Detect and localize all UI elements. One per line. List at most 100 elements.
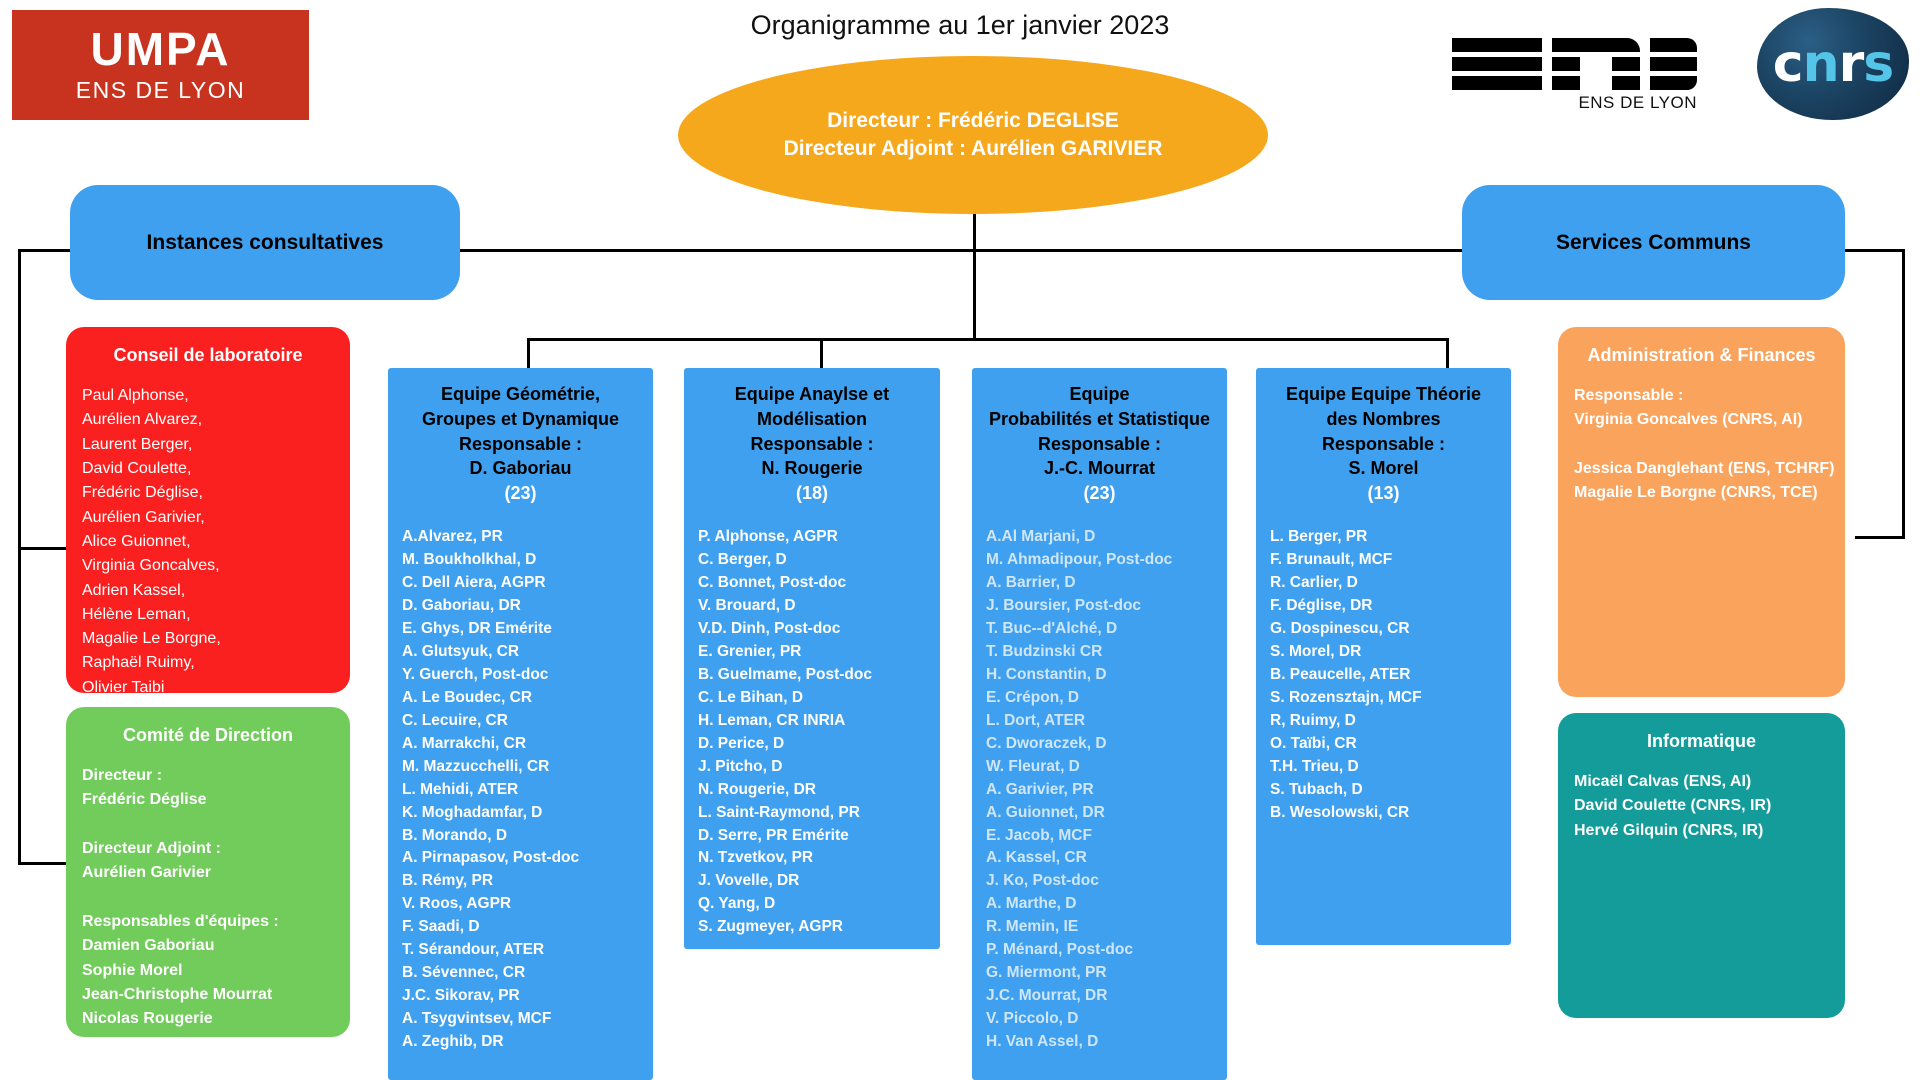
list-item: D. Perice, D	[698, 734, 785, 752]
list-item: P. Ménard, Post-doc	[986, 941, 1133, 959]
list-item: K. Moghadamfar, D	[402, 803, 543, 821]
instances-consultatives-label: Instances consultatives	[146, 230, 384, 254]
connector-right-bracket-spine	[1902, 249, 1905, 539]
connector-team-2-drop	[820, 338, 823, 368]
list-item: E. Grenier, PR	[698, 643, 802, 660]
list-item: Virginia Goncalves,	[82, 557, 220, 575]
list-item: Aurélien Alvarez,	[82, 411, 203, 429]
list-item: T.H. Trieu, D	[1270, 757, 1359, 775]
list-item: A.Alvarez, PR	[402, 528, 503, 546]
director-node: Directeur : Frédéric DEGLISE Directeur A…	[678, 56, 1268, 214]
list-item: L. Dort, ATER	[986, 711, 1086, 729]
connector-right-bracket-admin	[1855, 536, 1903, 539]
list-item: A. Barrier, D	[986, 574, 1076, 592]
list-item: M. Mazzucchelli, CR	[402, 757, 550, 775]
list-item: Hervé Gilquin (CNRS, IR)	[1574, 821, 1764, 839]
list-item: C. Berger, D	[698, 551, 787, 569]
list-item: V.D. Dinh, Post-doc	[698, 620, 841, 638]
list-item: Laurent Berger,	[82, 435, 193, 453]
list-item: F. Saadi, D	[402, 918, 480, 936]
list-item: A. Marthe, D	[986, 895, 1077, 913]
cnrs-logo-letter-s: s	[1863, 34, 1894, 94]
list-item: J. Vovelle, DR	[698, 872, 800, 890]
conseil-members: Paul Alphonse,Aurélien Alvarez,Laurent B…	[66, 384, 350, 700]
connector-left-bracket-comite	[18, 862, 66, 865]
list-item: D. Serre, PR Emérite	[698, 826, 849, 844]
connector-left-bracket-spine	[18, 249, 21, 864]
list-item: Damien Gaboriau	[82, 937, 215, 955]
list-item: Responsable :	[458, 433, 583, 454]
list-item: S. Zugmeyer, AGPR	[698, 918, 843, 936]
connector-team-1-drop	[527, 338, 530, 368]
list-item: A. Glutsyuk, CR	[402, 643, 520, 660]
list-item: Groupes et Dynamique	[421, 408, 620, 429]
umpa-logo-subtitle: ENS DE LYON	[75, 76, 246, 103]
list-item	[82, 886, 334, 910]
ens-logo-subtitle: ENS DE LYON	[1578, 93, 1697, 112]
list-item: L. Berger, PR	[1270, 528, 1368, 546]
list-item	[1574, 433, 1829, 457]
list-item: T. Sérandour, ATER	[402, 941, 545, 959]
list-item: Aurélien Garivier	[82, 864, 211, 882]
instances-consultatives-node[interactable]: Instances consultatives	[70, 185, 460, 300]
list-item: Responsable :	[1574, 387, 1684, 404]
list-item: J. Pitcho, D	[698, 757, 783, 775]
list-item: H. Van Assel, D	[986, 1032, 1099, 1050]
list-item: David Coulette (CNRS, IR)	[1574, 797, 1772, 815]
list-item: S. Tubach, D	[1270, 780, 1363, 798]
list-item: Responsables d'équipes :	[82, 912, 279, 930]
connector-right-pill-to-center	[973, 249, 1463, 252]
list-item: G. Dospinescu, CR	[1270, 620, 1410, 638]
ens-logo-mark	[1452, 38, 1697, 90]
list-item: S. Rozensztajn, MCF	[1270, 688, 1422, 706]
connector-team-4-drop	[1446, 338, 1449, 368]
list-item: V. Roos, AGPR	[402, 895, 512, 913]
cnrs-logo-letter-n: n	[1802, 34, 1840, 94]
director-line-1: Directeur : Frédéric DEGLISE	[827, 108, 1119, 132]
list-item: G. Miermont, PR	[986, 964, 1107, 982]
services-communs-node[interactable]: Services Communs	[1462, 185, 1845, 300]
administration-header: Administration & Finances	[1587, 345, 1816, 365]
list-item: Modélisation	[756, 408, 867, 429]
informatique-header: Informatique	[1646, 731, 1756, 751]
list-item: David Coulette,	[82, 459, 192, 477]
list-item: F. Brunault, MCF	[1270, 551, 1393, 569]
list-item: A. Kassel, CR	[986, 849, 1087, 867]
list-item: A. Le Boudec, CR	[402, 688, 533, 706]
list-item: S. Morel, DR	[1270, 643, 1362, 660]
connector-team-bus	[527, 338, 1447, 341]
list-item: Adrien Kassel,	[82, 581, 186, 599]
list-item: R. Memin, IE	[986, 918, 1079, 936]
informatique-panel: Informatique Micaël Calvas (ENS, AI)Davi…	[1558, 713, 1845, 1018]
list-item: J.C. Sikorav, PR	[402, 987, 520, 1005]
list-item: Responsable :	[750, 433, 874, 454]
list-item: J. Boursier, Post-doc	[986, 597, 1142, 615]
list-item: Equipe Anaylse et	[734, 384, 890, 404]
list-item: Responsable :	[1321, 433, 1446, 454]
list-item: Magalie Le Borgne (CNRS, TCE)	[1574, 484, 1818, 502]
list-item: Jessica Danglehant (ENS, TCHRF)	[1574, 459, 1835, 477]
director-line-2: Directeur Adjoint : Aurélien GARIVIER	[783, 137, 1163, 160]
list-item: T. Buc--d'Alché, D	[986, 620, 1118, 638]
list-item: L. Mehidi, ATER	[402, 780, 519, 798]
list-item: B. Morando, D	[402, 826, 508, 844]
list-item: B. Wesolowski, CR	[1270, 803, 1410, 821]
list-item: Jean-Christophe Mourrat	[82, 985, 273, 1003]
list-item: A. Garivier, PR	[986, 780, 1094, 798]
list-item: Q. Yang, D	[698, 895, 776, 913]
list-item: B. Guelmame, Post-doc	[698, 665, 872, 683]
list-item: des Nombres	[1326, 408, 1441, 429]
list-item: A. Pirnapasov, Post-doc	[402, 849, 580, 867]
list-item: Sophie Morel	[82, 961, 183, 979]
list-item: B. Rémy, PR	[402, 872, 494, 890]
list-item	[82, 813, 334, 837]
comite-lines: Directeur :Frédéric Déglise Directeur Ad…	[66, 764, 350, 1031]
